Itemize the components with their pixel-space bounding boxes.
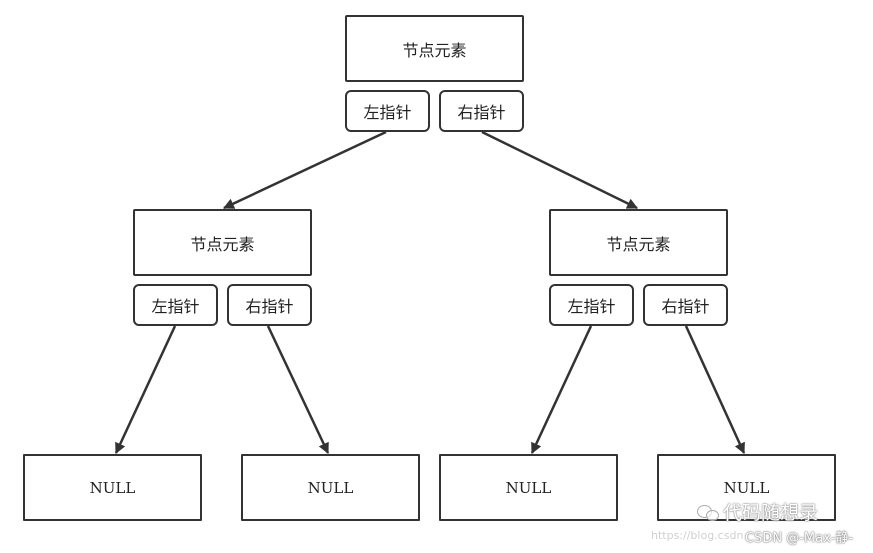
left-child-node-element: 节点元素 <box>133 209 312 276</box>
arrow-root-right-to-right-child <box>481 130 638 210</box>
left-child-left-pointer: 左指针 <box>133 284 218 326</box>
watermark-url: https://blog.csdn <box>651 529 744 542</box>
arrow-rr-to-null-4 <box>684 325 746 455</box>
watermark-brand-text: 代码随想录 <box>723 502 819 524</box>
arrow-root-left-to-left-child <box>223 130 387 210</box>
root-right-pointer: 右指针 <box>439 90 524 132</box>
right-child-left-pointer: 左指针 <box>549 284 634 326</box>
root-left-pointer: 左指针 <box>345 90 430 132</box>
left-child-right-pointer: 右指针 <box>227 284 312 326</box>
null-leaf-4: NULL <box>657 454 836 521</box>
null-leaf-3: NULL <box>439 454 618 521</box>
watermark-author: CSDN @-Max-静- <box>745 531 854 546</box>
arrow-ll-to-null-1 <box>114 325 177 454</box>
right-child-node-element: 节点元素 <box>549 209 728 276</box>
root-node-element: 节点元素 <box>345 15 524 82</box>
arrow-lr-to-null-2 <box>266 325 330 454</box>
watermark-brand: 代码随想录 <box>697 498 818 525</box>
wechat-icon <box>697 504 719 521</box>
null-leaf-2: NULL <box>241 454 420 521</box>
right-child-right-pointer: 右指针 <box>643 284 728 326</box>
arrow-rl-to-null-3 <box>530 325 593 454</box>
null-leaf-1: NULL <box>23 454 202 521</box>
